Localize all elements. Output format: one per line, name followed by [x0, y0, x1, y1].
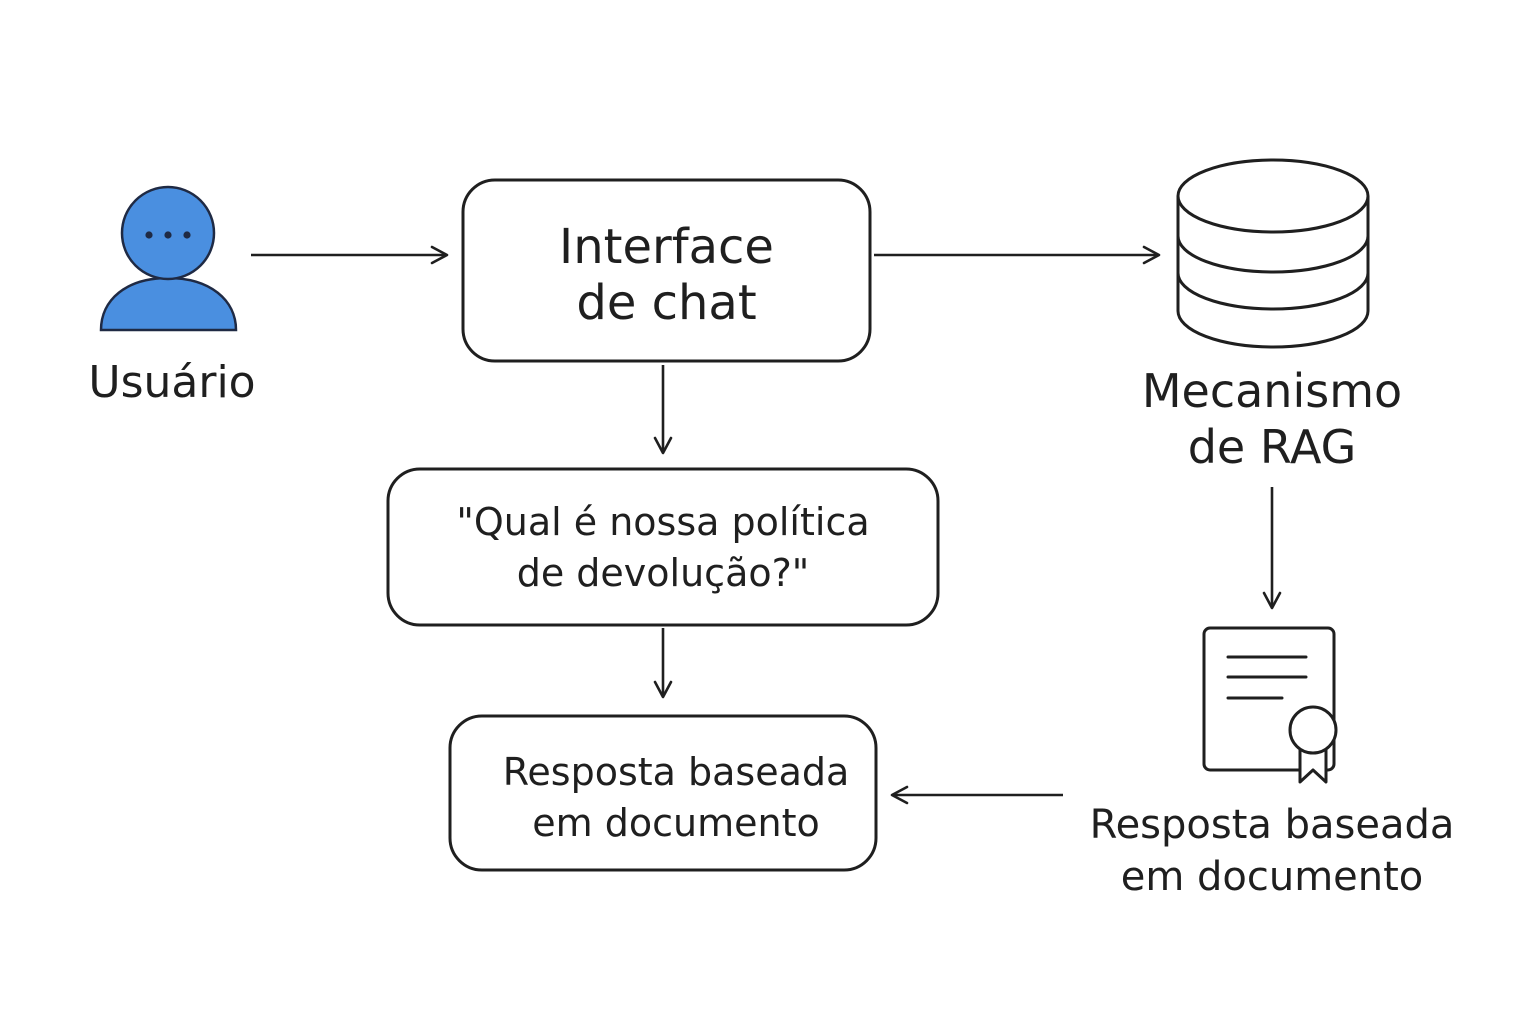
question-box — [386, 467, 940, 627]
rag-engine-label: Mecanismo de RAG — [1141, 364, 1403, 474]
answer-box-label: Resposta baseada em documento — [502, 750, 850, 845]
database-icon — [1176, 158, 1370, 349]
chat-interface-box — [461, 178, 872, 363]
document-label: Resposta baseada em documento — [1089, 802, 1455, 900]
chat-interface-label: Interface de chat — [559, 219, 774, 331]
user-label: Usuário — [88, 357, 256, 408]
answer-box — [448, 714, 878, 872]
user-icon — [99, 185, 238, 332]
question-label: "Qual é nossa política de devolução?" — [456, 500, 870, 595]
document-icon — [1202, 626, 1338, 784]
